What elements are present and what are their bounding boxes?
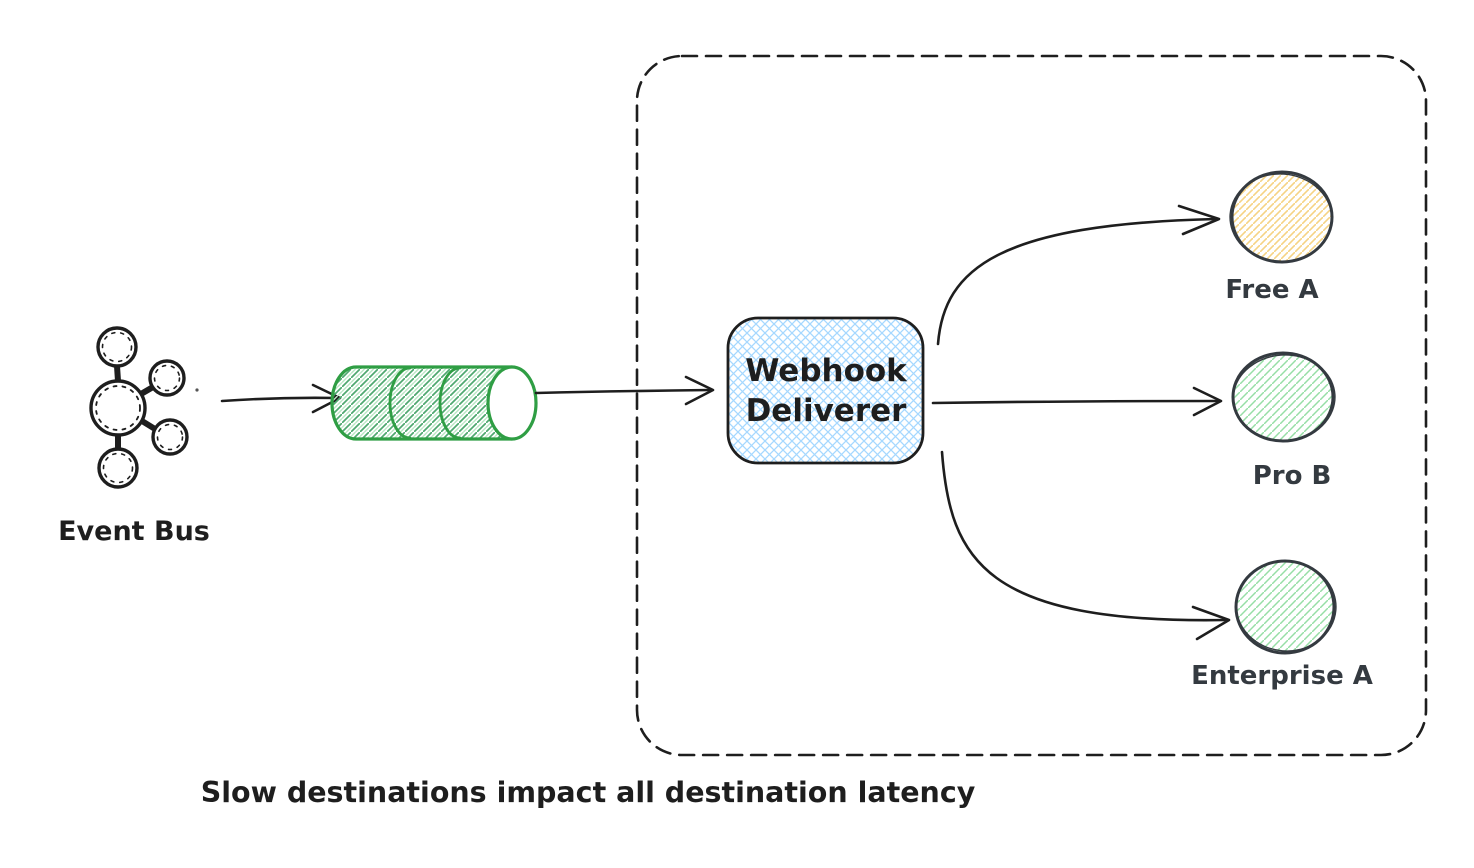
arrow-shaft bbox=[534, 388, 712, 395]
arrow-shaft bbox=[936, 217, 1218, 346]
webhook-deliverer-box bbox=[726, 316, 925, 465]
arrowhead-icon bbox=[1192, 386, 1223, 417]
pro-b-circle-sketch-stroke bbox=[1232, 354, 1336, 442]
destination-node-pro-b: Pro B bbox=[1231, 351, 1336, 491]
free-a-label: Free A bbox=[1225, 275, 1318, 305]
webhook-deliverer-node: Webhook Deliverer bbox=[726, 316, 925, 465]
enterprise-a-circle-sketch-stroke bbox=[1235, 560, 1337, 652]
arrow-shaft bbox=[220, 396, 340, 403]
cylinder-open-end bbox=[486, 365, 538, 441]
cylinder-rib bbox=[438, 366, 462, 440]
pro-b-circle bbox=[1231, 351, 1335, 443]
arrowhead-icon bbox=[1177, 204, 1221, 236]
enterprise-a-label: Enterprise A bbox=[1191, 661, 1373, 691]
event-bus-label: Event Bus bbox=[58, 516, 210, 547]
free-a-circle-sketch-stroke bbox=[1229, 173, 1333, 263]
event-bus-node-ticks bbox=[153, 364, 181, 392]
event-bus-node-center bbox=[89, 379, 147, 437]
arrowhead-icon bbox=[684, 375, 715, 406]
cylinder-body bbox=[330, 365, 514, 441]
cylinder-rib bbox=[388, 366, 412, 440]
dashed-boundary-box bbox=[635, 54, 1428, 757]
arrow-shaft bbox=[940, 450, 1228, 622]
webhook-deliverer-label-line1: Webhook bbox=[745, 353, 908, 389]
event-bus-node-ticks bbox=[156, 423, 184, 451]
arrow-queue-to-webhook bbox=[534, 375, 715, 406]
webhook-deliverer-label-line2: Deliverer bbox=[746, 393, 908, 429]
event-bus-node-ticks bbox=[101, 331, 133, 363]
event-bus-connector bbox=[138, 384, 156, 397]
queue-cylinder-icon bbox=[330, 365, 538, 441]
event-bus-node bbox=[96, 326, 138, 368]
stray-dot bbox=[195, 388, 199, 392]
destination-node-enterprise-a: Enterprise A bbox=[1191, 559, 1373, 691]
event-bus-icon bbox=[89, 326, 189, 489]
free-a-circle bbox=[1230, 170, 1334, 264]
event-bus-node-ticks bbox=[95, 385, 141, 431]
destination-node-free-a: Free A bbox=[1225, 170, 1334, 305]
event-bus-node-ticks bbox=[102, 452, 134, 484]
event-bus-connector bbox=[139, 418, 158, 432]
enterprise-a-circle bbox=[1234, 559, 1336, 655]
arrow-webhook-to-free-a bbox=[936, 204, 1221, 346]
arrow-shaft bbox=[931, 399, 1221, 405]
arrow-eventbus-to-queue bbox=[220, 383, 342, 414]
arrowhead-icon bbox=[1191, 605, 1231, 641]
event-bus-node bbox=[97, 447, 139, 489]
pro-b-label: Pro B bbox=[1253, 461, 1332, 491]
diagram-caption: Slow destinations impact all destination… bbox=[201, 776, 976, 809]
event-bus-connector bbox=[114, 363, 121, 384]
arrow-webhook-to-pro-b bbox=[931, 386, 1223, 417]
arrow-webhook-to-enterprise-a bbox=[940, 450, 1231, 641]
